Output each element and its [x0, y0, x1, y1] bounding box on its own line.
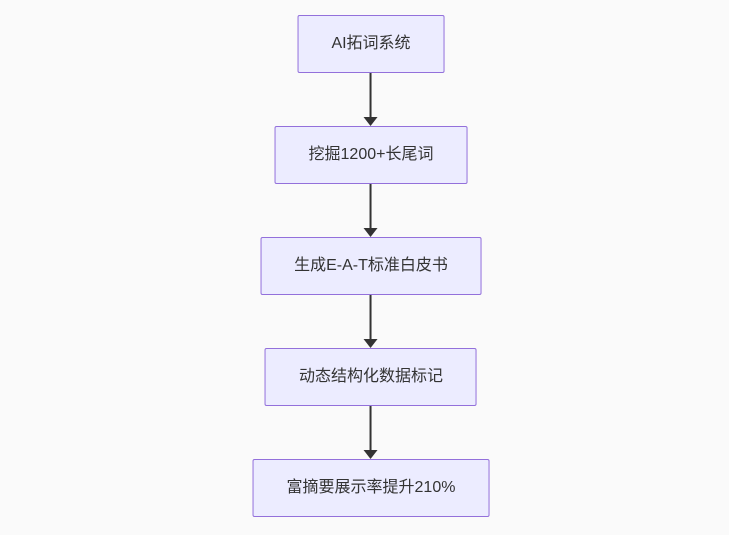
flow-node: 生成E-A-T标准白皮书: [260, 237, 482, 295]
flow-node: 动态结构化数据标记: [264, 348, 477, 406]
flow-edge: [364, 73, 378, 126]
flow-edge: [364, 184, 378, 237]
edge-line: [370, 295, 372, 340]
edge-line: [370, 184, 372, 229]
flow-edge: [364, 406, 378, 459]
arrow-down-icon: [364, 117, 378, 126]
arrow-down-icon: [364, 228, 378, 237]
flow-edge: [364, 295, 378, 348]
flow-node: AI拓词系统: [297, 15, 445, 73]
flowchart: AI拓词系统 挖掘1200+长尾词 生成E-A-T标准白皮书 动态结构化数据标记…: [252, 15, 490, 517]
arrow-down-icon: [364, 339, 378, 348]
edge-line: [370, 73, 372, 118]
flow-node: 富摘要展示率提升210%: [252, 459, 490, 517]
arrow-down-icon: [364, 450, 378, 459]
flow-node: 挖掘1200+长尾词: [274, 126, 468, 184]
edge-line: [370, 406, 372, 451]
